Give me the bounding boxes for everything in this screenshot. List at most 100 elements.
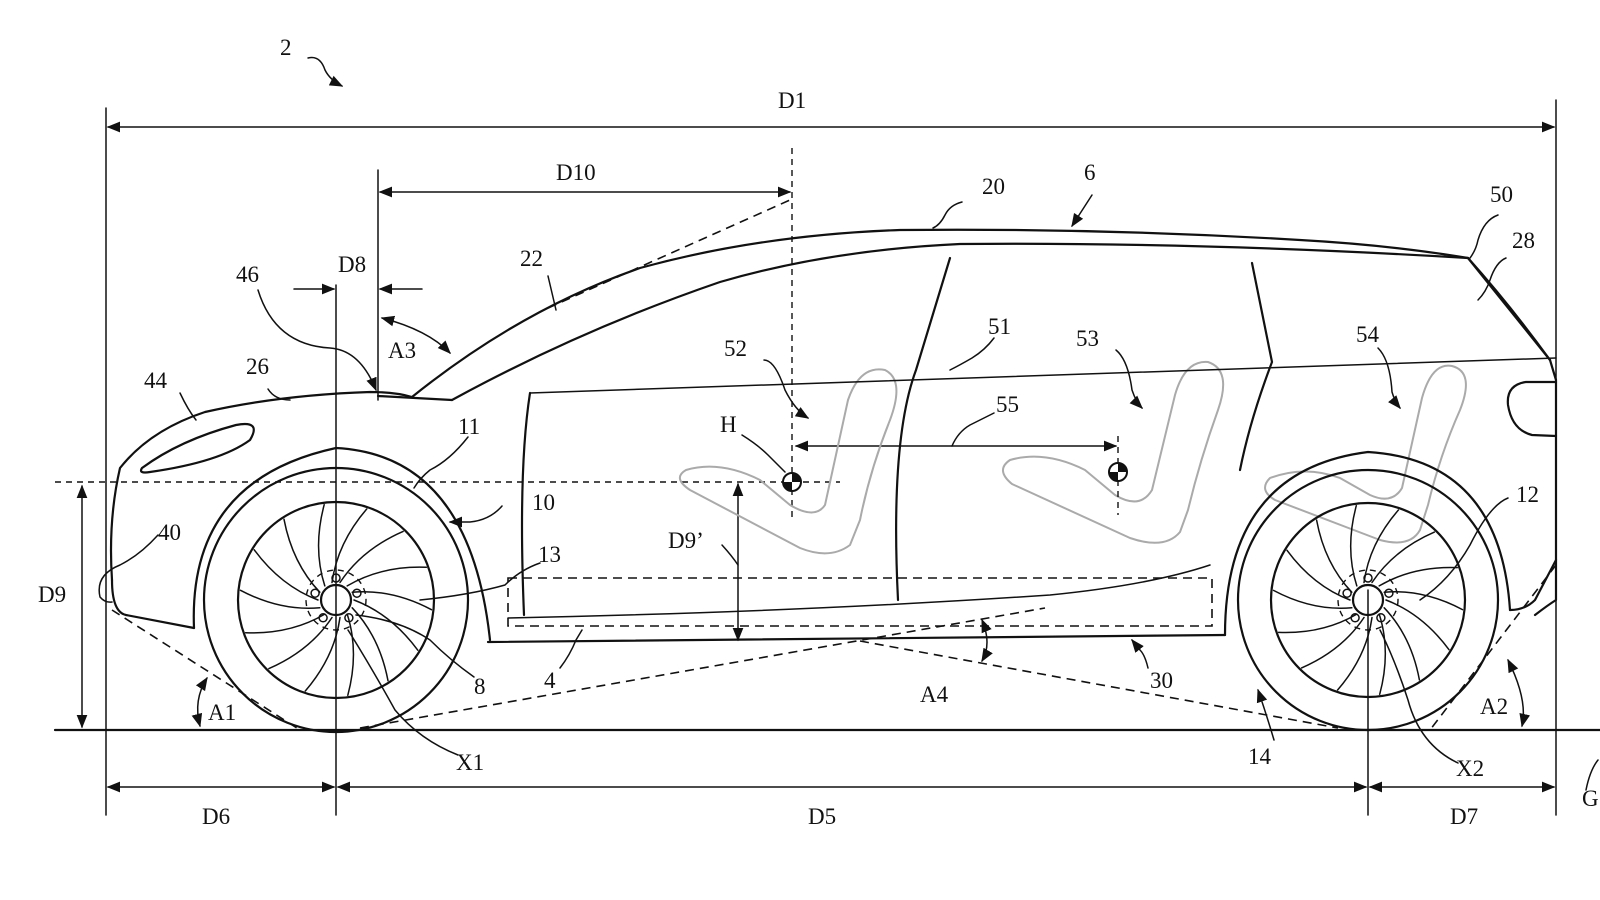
label-fig: 2 [280,35,292,60]
label-8: 8 [474,674,486,699]
vehicle-body [109,228,1558,644]
label-d7: D7 [1450,804,1478,829]
lug-nut [331,573,341,583]
front-door-edge [520,391,532,617]
wheel-spoke [1363,509,1400,584]
label-52: 52 [724,336,747,361]
wheel-spoke [1272,589,1353,609]
lug-nut [344,613,354,623]
wheel-spoke [351,590,433,611]
wheel-spoke [317,503,326,587]
wheel-spoke [304,616,341,692]
wheel-spoke [239,589,321,610]
label-d10: D10 [556,160,596,185]
lug-nut [1384,588,1394,598]
label-54: 54 [1356,322,1380,347]
wheel-spoke [1349,504,1358,587]
lug-nut [1376,613,1386,623]
label-22: 22 [520,246,543,271]
label-46: 46 [236,262,259,287]
a3-arc [380,315,451,354]
middle-seat [1002,360,1225,544]
label-4: 4 [544,668,556,693]
a1-arc [191,676,208,728]
departure-line [1429,564,1557,731]
h-point-front-marker [782,472,802,492]
rear-wheel [1223,450,1512,732]
label-a1: A1 [208,700,236,725]
lug-nut [1342,588,1352,598]
lug-nut [1350,613,1360,623]
rear-bumper [1508,558,1558,612]
wheel-spoke [331,508,368,584]
wheel-spoke [1315,519,1353,593]
label-a4: A4 [920,682,949,707]
label-a3: A3 [388,338,416,363]
seats [679,360,1467,555]
label-30: 30 [1150,668,1173,693]
h-point-middle-marker [1108,436,1128,515]
label-20: 20 [982,174,1005,199]
front-wheel [192,446,492,734]
label-50: 50 [1490,182,1513,207]
lug-nut [352,588,362,598]
hood-line [376,394,454,402]
wheel-spoke [346,613,355,697]
wheel-spoke [253,549,319,601]
front-wheel-arch [192,446,492,642]
b-pillar [895,256,952,602]
reference-labels: 2 D1 D10 20 6 50 28 22 46 D8 26 44 A3 52… [38,35,1599,829]
d-pillar [1466,256,1552,362]
windscreen-extension-line [547,199,791,309]
label-d1: D1 [778,88,806,113]
battery-pack-outline [507,577,1213,627]
label-51: 51 [988,314,1011,339]
label-14: 14 [1248,744,1272,769]
wheel-spoke [1336,616,1373,691]
label-6: 6 [1084,160,1096,185]
breakover-line-rear [859,640,1339,729]
label-a2: A2 [1480,694,1508,719]
label-g: G [1582,786,1599,811]
breakover-line-front [359,607,1046,729]
label-12: 12 [1516,482,1539,507]
wheel-spoke [268,616,333,670]
label-13: 13 [538,542,561,567]
wheel-spoke [244,613,326,634]
label-53: 53 [1076,326,1099,351]
beltline [529,357,1557,394]
wheel-spoke [1371,531,1436,584]
wheel-spoke [351,607,389,682]
label-40: 40 [158,520,181,545]
wheel-spoke [339,530,404,584]
label-d8: D8 [338,252,366,277]
rocker-line [486,633,1227,644]
rear-seat [1264,364,1467,544]
label-55: 55 [996,392,1019,417]
roof-inner-line [450,242,1470,402]
label-d9: D9 [38,582,66,607]
wheel-spoke [1383,591,1464,611]
body-lower-front [110,578,196,630]
headlight [139,422,255,474]
label-10: 10 [532,490,555,515]
label-d6: D6 [202,804,230,829]
body-outline [109,228,1558,617]
label-x2: X2 [1456,756,1484,781]
c-pillar [1238,261,1274,472]
approach-line [111,609,301,731]
lug-nut [1363,573,1373,583]
label-x1: X1 [456,750,484,775]
wheel-spoke [1385,599,1450,651]
wheel-spoke [1383,607,1421,681]
label-44: 44 [144,368,168,393]
tail-light [1506,380,1558,438]
wheel-spoke [1378,613,1387,696]
a2-arc [1507,658,1530,728]
wheel-spoke [1277,613,1358,634]
lug-nut [318,613,328,623]
label-28: 28 [1512,228,1535,253]
wheel-spoke [1300,616,1365,669]
